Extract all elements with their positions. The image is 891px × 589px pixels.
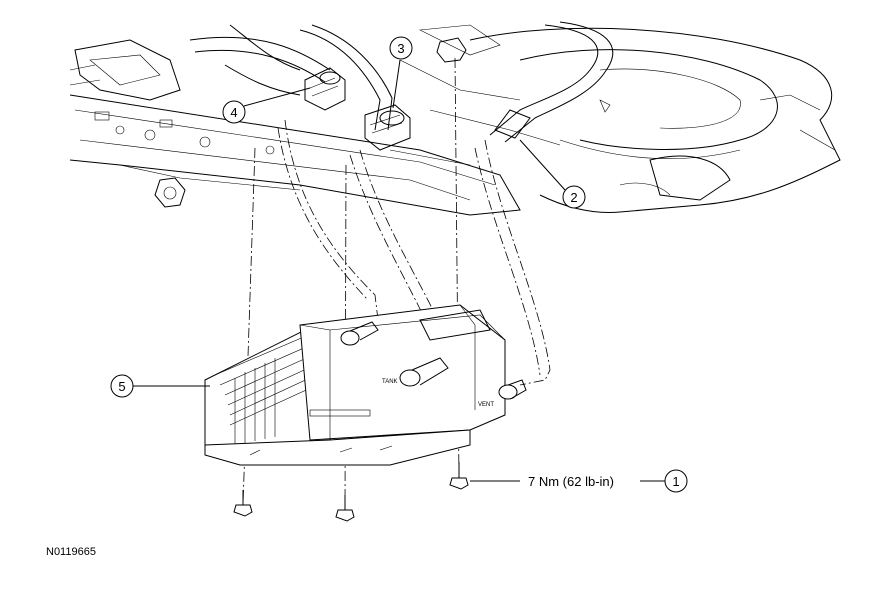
- callout-2-number: 2: [570, 190, 577, 205]
- callout-1-number: 1: [672, 474, 679, 489]
- callout-1: 7 Nm (62 lb-in) 1: [470, 469, 688, 493]
- mounting-bolts: [233, 462, 469, 522]
- callout-5-number: 5: [118, 379, 125, 394]
- callout-4: 4: [222, 87, 311, 124]
- callout-3: 3: [389, 36, 413, 109]
- callout-2: 2: [519, 139, 586, 209]
- torque-spec-text: 7 Nm (62 lb-in): [528, 474, 614, 489]
- callout-4-number: 4: [230, 105, 237, 120]
- vehicle-underbody: [69, 21, 841, 216]
- vent-valve: [364, 104, 411, 151]
- purge-connector: [304, 67, 346, 111]
- vent-port-label: VENT: [478, 402, 494, 408]
- callout-5: 5: [110, 374, 210, 398]
- figure-id: N0119665: [46, 546, 96, 558]
- evap-canister: TANK VENT: [204, 304, 527, 466]
- callout-3-number: 3: [397, 41, 404, 56]
- tank-port-label: TANK: [382, 379, 398, 385]
